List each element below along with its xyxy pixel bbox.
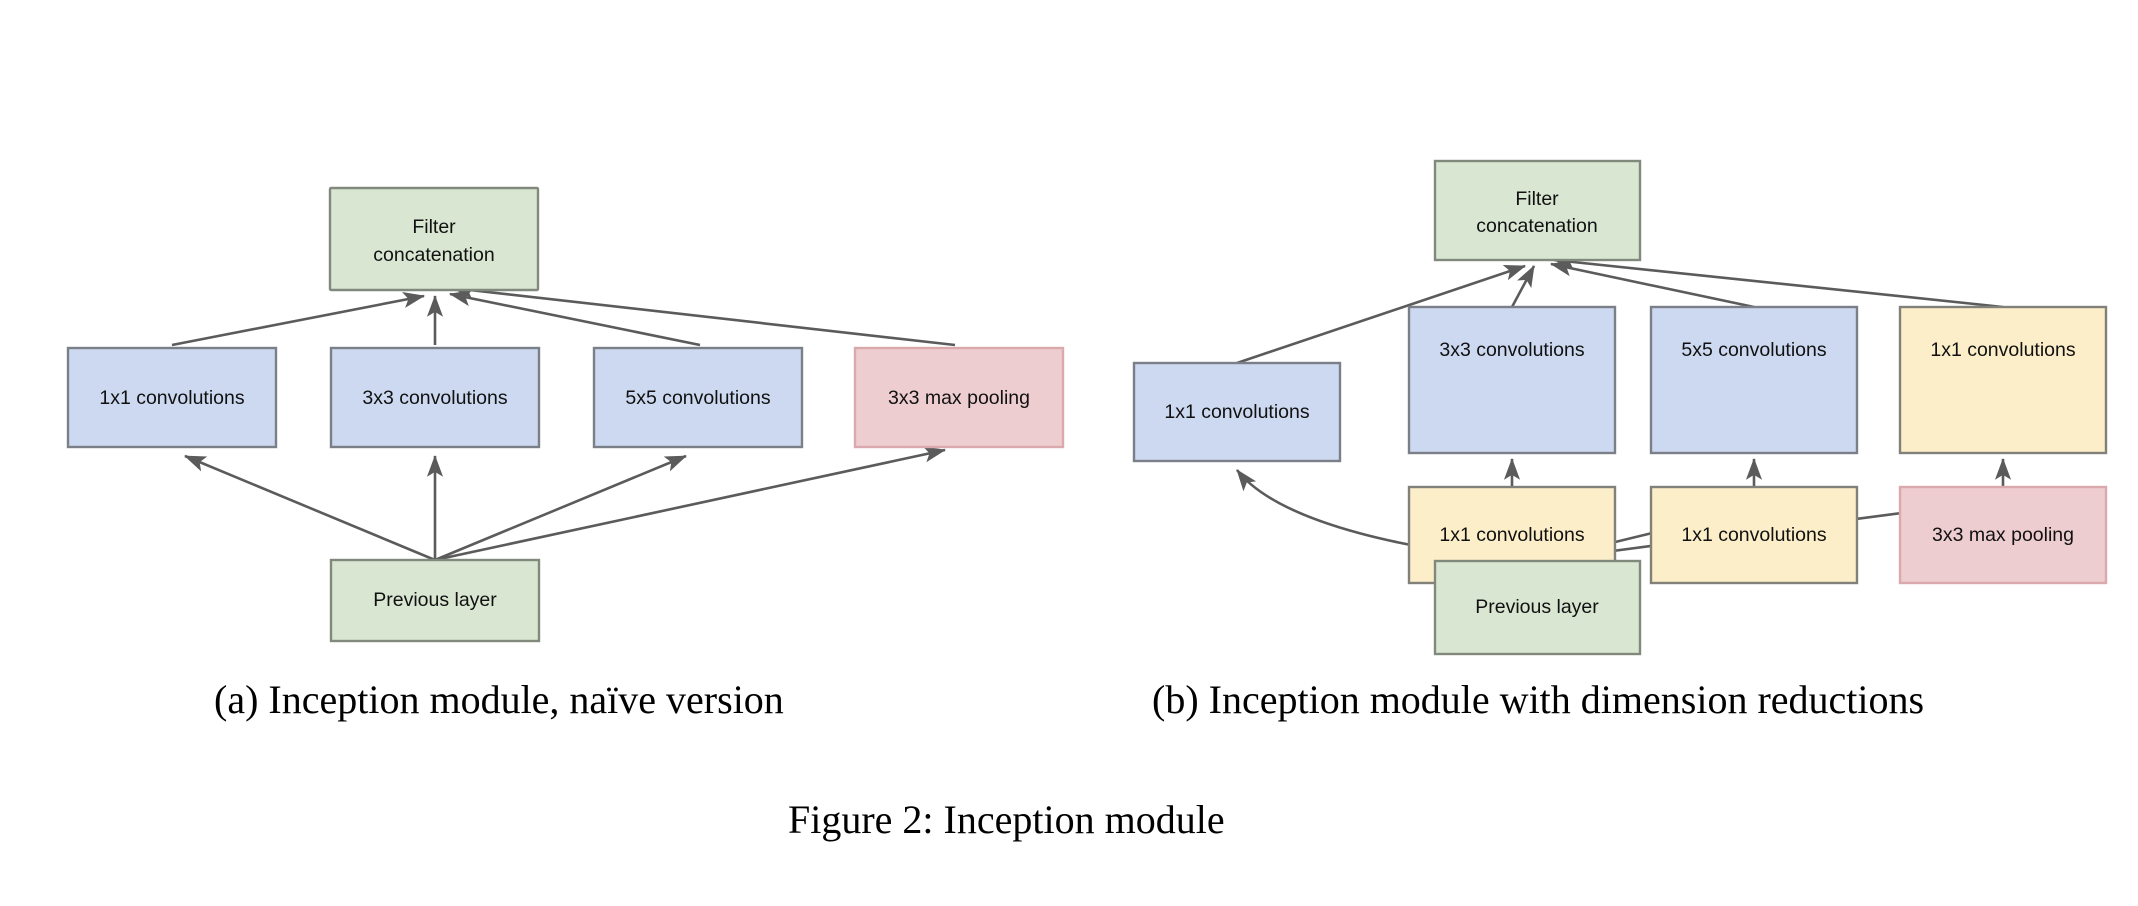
node-a-conv-5x5-label: 5x5 convolutions (625, 387, 771, 409)
edge-prev-to-1x1 (184, 454, 436, 562)
node-a-maxpool-3x3-label: 3x3 max pooling (888, 387, 1030, 409)
node-b-filter-concatenation-label-line1: Filter (1515, 188, 1559, 210)
node-b-previous-layer[interactable]: Previous layer (1433, 559, 1642, 656)
node-a-maxpool-3x3[interactable]: 3x3 max pooling (853, 346, 1065, 449)
node-b-filter-concatenation-label-line2: concatenation (1476, 215, 1597, 237)
subcaption-b: (b) Inception module with dimension redu… (1152, 677, 1925, 722)
edge-b-1x1-after-pool-to-concat (1552, 254, 2004, 309)
diagram-b-edges-columns (1503, 457, 2012, 487)
node-b-conv-1x1-direct-rect[interactable] (1132, 361, 1342, 463)
node-b-conv-1x1-before-5x5-rect[interactable] (1649, 485, 1859, 585)
node-a-conv-1x1-rect[interactable] (66, 346, 278, 449)
node-a-filter-concatenation-label-line1: Filter (412, 216, 456, 238)
edge-b-5x5-to-concat (1549, 260, 1755, 309)
node-a-filter-concatenation[interactable]: Filter concatenation (328, 186, 540, 292)
edge-b-1x1-direct-to-concat (1236, 264, 1526, 365)
node-b-previous-layer-label: Previous layer (1475, 596, 1599, 618)
diagram-a-edges-bottom (184, 446, 947, 562)
diagram-b-group: Filter concatenation 1x1 convolutions 3x… (1132, 159, 2108, 656)
node-a-conv-5x5[interactable]: 5x5 convolutions (592, 346, 804, 449)
node-a-conv-1x1[interactable]: 1x1 convolutions (66, 346, 278, 449)
diagram-b-edges-top (1236, 254, 2004, 365)
diagram-b-edges-bottom (1235, 469, 2002, 563)
node-b-conv-1x1-direct-label: 1x1 convolutions (1164, 401, 1310, 423)
node-b-conv-3x3-label: 3x3 convolutions (1439, 339, 1585, 361)
node-b-maxpool-3x3-label: 3x3 max pooling (1932, 524, 2074, 546)
node-a-conv-3x3[interactable]: 3x3 convolutions (329, 346, 541, 449)
node-a-filter-concatenation-rect[interactable] (328, 186, 540, 292)
node-b-maxpool-3x3-rect[interactable] (1898, 485, 2108, 585)
node-b-previous-layer-rect[interactable] (1433, 559, 1642, 656)
edge-5x5-to-concat (448, 290, 701, 347)
node-b-filter-concatenation-rect[interactable] (1433, 159, 1642, 262)
node-b-conv-1x1-before-3x3-label: 1x1 convolutions (1439, 524, 1585, 546)
node-b-maxpool-3x3[interactable]: 3x3 max pooling (1898, 485, 2108, 585)
figure-caption: Figure 2: Inception module (788, 797, 1225, 842)
node-a-conv-3x3-rect[interactable] (329, 346, 541, 449)
node-a-conv-5x5-rect[interactable] (592, 346, 804, 449)
node-b-conv-3x3[interactable]: 3x3 convolutions (1407, 305, 1617, 455)
edge-1x1-to-concat (171, 292, 426, 347)
edge-b-3x3-to-concat (1510, 265, 1536, 308)
node-b-conv-5x5-label: 5x5 convolutions (1681, 339, 1827, 361)
node-b-conv-1x1-direct[interactable]: 1x1 convolutions (1132, 361, 1342, 463)
node-a-filter-concatenation-label-line2: concatenation (373, 244, 494, 266)
node-a-conv-1x1-label: 1x1 convolutions (99, 387, 245, 409)
node-a-previous-layer-label: Previous layer (373, 589, 497, 611)
node-b-filter-concatenation[interactable]: Filter concatenation (1433, 159, 1642, 262)
diagram-a-edges-top (171, 282, 956, 347)
node-a-previous-layer[interactable]: Previous layer (329, 558, 541, 643)
node-b-conv-1x1-before-5x5[interactable]: 1x1 convolutions (1649, 485, 1859, 585)
diagram-a-group: Filter concatenation 1x1 convolutions 3x… (66, 186, 1065, 643)
node-b-conv-5x5[interactable]: 5x5 convolutions (1649, 305, 1859, 455)
node-b-conv-1x1-after-pool-rect[interactable] (1898, 305, 2108, 455)
node-a-maxpool-3x3-rect[interactable] (853, 346, 1065, 449)
edge-prev-to-maxpool (434, 446, 947, 562)
node-b-conv-5x5-rect[interactable] (1649, 305, 1859, 455)
node-a-conv-3x3-label: 3x3 convolutions (362, 387, 508, 409)
node-b-conv-3x3-rect[interactable] (1407, 305, 1617, 455)
node-b-conv-1x1-before-5x5-label: 1x1 convolutions (1681, 524, 1827, 546)
node-a-previous-layer-rect[interactable] (329, 558, 541, 643)
edge-maxpool-to-concat (450, 282, 956, 347)
subcaption-a: (a) Inception module, naïve version (214, 677, 784, 722)
node-b-conv-1x1-after-pool-label: 1x1 convolutions (1930, 339, 2076, 361)
node-b-conv-1x1-after-pool[interactable]: 1x1 convolutions (1898, 305, 2108, 455)
edge-prev-to-5x5 (434, 454, 687, 562)
